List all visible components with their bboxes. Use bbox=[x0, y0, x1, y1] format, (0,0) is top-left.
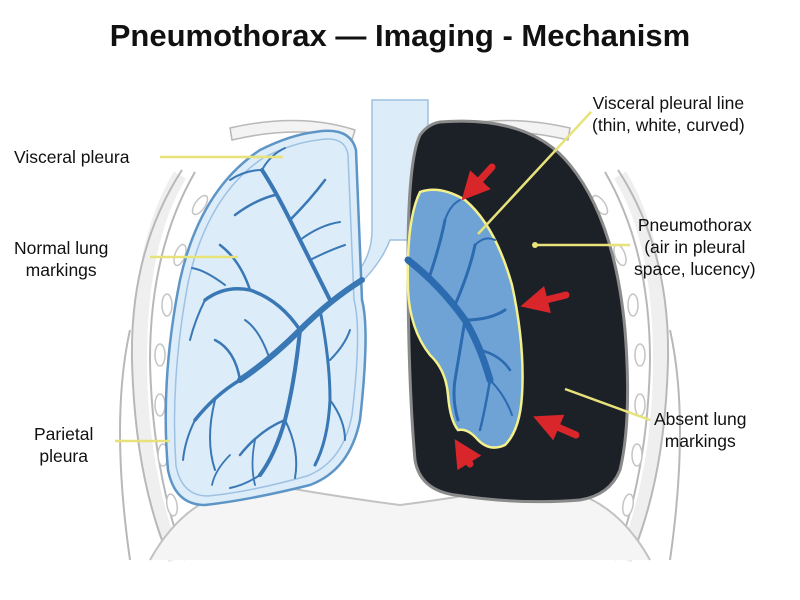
pneumothorax-side bbox=[404, 119, 630, 504]
arrow-middle bbox=[520, 286, 570, 314]
rib-segments bbox=[154, 194, 646, 517]
diagram-title: Pneumothorax — Imaging - Mechanism bbox=[109, 18, 691, 53]
arrow-upper bbox=[461, 163, 496, 201]
label-visceral-pleura: Visceral pleura bbox=[14, 147, 130, 167]
label-normal-lung-markings: Normal lung markings bbox=[14, 238, 109, 280]
normal-lung-markings bbox=[182, 147, 365, 489]
arrow-bottom bbox=[454, 439, 482, 471]
leader-dot bbox=[532, 242, 538, 248]
leader-lines bbox=[115, 111, 651, 443]
pressure-arrows bbox=[454, 163, 580, 471]
normal-lung bbox=[164, 129, 367, 507]
label-visceral-pleural-line: Visceral pleural line (thin, white, curv… bbox=[592, 93, 745, 135]
label-pneumothorax: Pneumothorax (air in pleural space, luce… bbox=[634, 215, 756, 279]
arrow-lower bbox=[533, 414, 580, 441]
label-absent-lung-markings: Absent lung markings bbox=[654, 409, 747, 451]
collapsed-lung-markings bbox=[404, 199, 513, 432]
normal-lung-tissue bbox=[164, 129, 367, 507]
label-parietal-pleura: Parietal pleura bbox=[34, 424, 94, 466]
